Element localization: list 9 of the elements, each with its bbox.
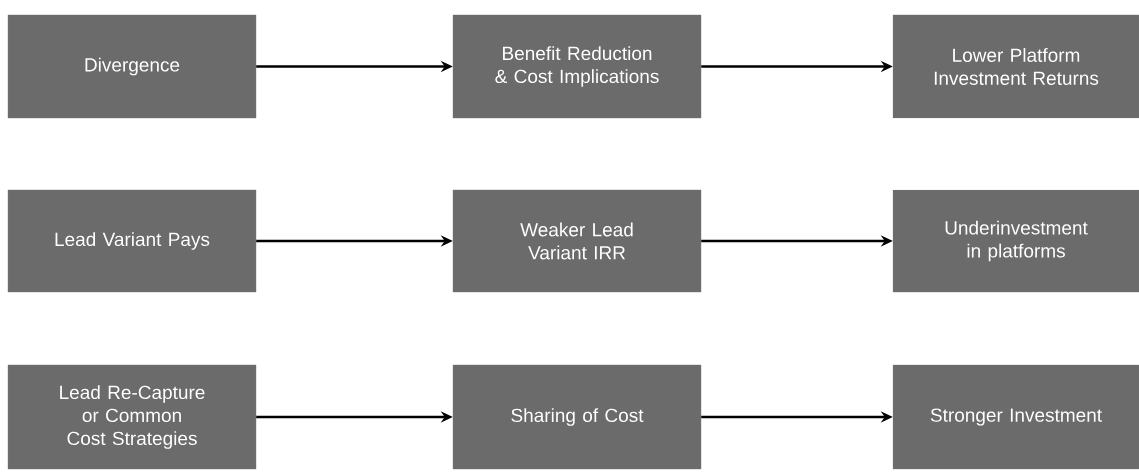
process-box: Lead Variant Pays xyxy=(7,189,257,293)
process-box: Sharing of Cost xyxy=(452,364,702,470)
process-box: Stronger Investment xyxy=(892,364,1139,470)
process-box: Underinvestment in platforms xyxy=(892,189,1139,293)
process-box: Divergence xyxy=(7,14,257,119)
process-box: Lead Re-Capture or Common Cost Strategies xyxy=(7,364,257,470)
process-box: Lower Platform Investment Returns xyxy=(892,14,1139,119)
process-box: Weaker Lead Variant IRR xyxy=(452,189,702,293)
process-box: Benefit Reduction & Cost Implications xyxy=(452,14,702,119)
